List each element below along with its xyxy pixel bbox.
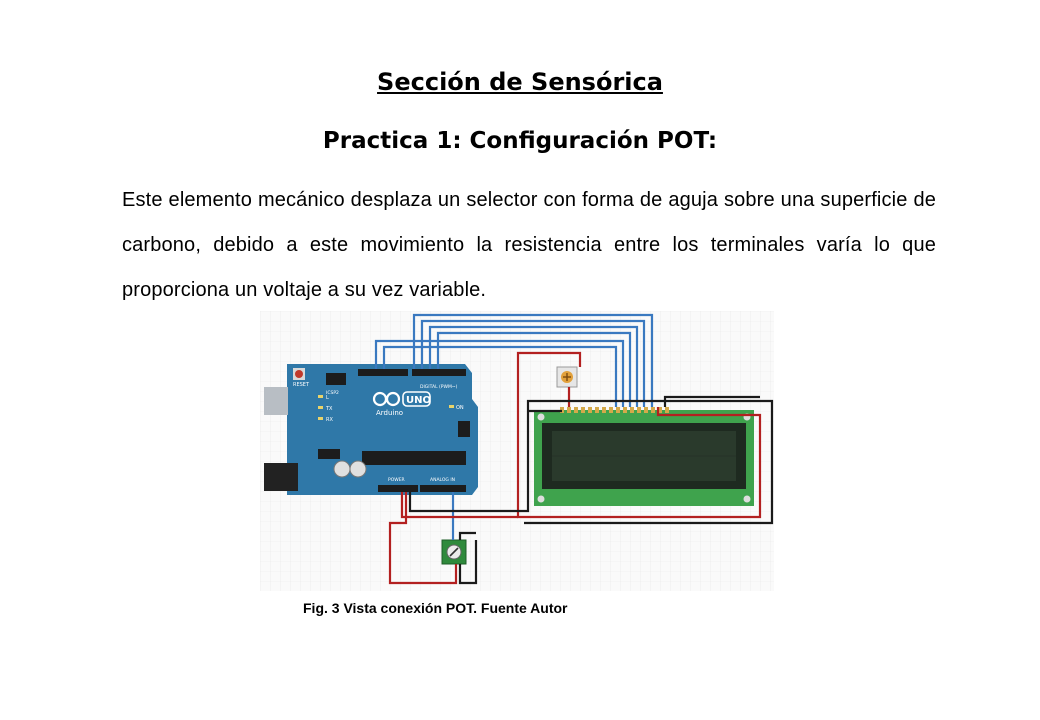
potentiometer	[441, 539, 467, 565]
figure-caption: Fig. 3 Vista conexión POT. Fuente Autor	[303, 600, 568, 616]
on-label: ON	[456, 405, 464, 411]
practice-title: Practica 1: Configuración POT:	[322, 128, 718, 154]
arduino-board: RESET ICSP2 DIGITAL (PWM~) UNO Arduino T…	[264, 364, 478, 495]
arduino-logo: UNO Arduino	[372, 391, 431, 417]
on-led	[449, 405, 454, 408]
digital-header-left	[358, 369, 408, 376]
board-label: UNO	[406, 395, 431, 406]
icsp-header	[458, 421, 470, 437]
circuit-diagram: RESET ICSP2 DIGITAL (PWM~) UNO Arduino T…	[260, 311, 774, 591]
usb-port	[264, 387, 288, 415]
circuit-figure: RESET ICSP2 DIGITAL (PWM~) UNO Arduino T…	[260, 311, 774, 591]
board-brand: Arduino	[376, 409, 403, 417]
body-paragraph: Este elemento mecánico desplaza un selec…	[122, 189, 936, 301]
section-title: Sección de Sensórica	[377, 68, 663, 96]
power-label: POWER	[388, 477, 405, 483]
digital-header-right	[412, 369, 466, 376]
lcd-module	[534, 407, 754, 506]
l-label: L	[326, 395, 329, 401]
power-header	[378, 485, 418, 492]
capacitor-1	[333, 460, 351, 478]
power-wires	[388, 351, 762, 585]
reset-label: RESET	[293, 382, 310, 388]
rx-label: RX	[326, 417, 333, 423]
digital-label: DIGITAL (PWM~)	[420, 384, 458, 390]
analog-header	[420, 485, 466, 492]
data-wires	[374, 313, 654, 540]
analog-label: ANALOG IN	[430, 477, 455, 483]
capacitor-2	[349, 460, 367, 478]
tx-label: TX	[325, 406, 333, 412]
icsp-label: ICSP2	[326, 390, 339, 396]
icsp2-header	[326, 373, 346, 385]
contrast-trimmer	[556, 366, 578, 388]
power-jack	[264, 463, 298, 491]
atmega-chip	[362, 451, 466, 465]
ground-wires	[408, 395, 774, 585]
regulator	[318, 449, 340, 459]
